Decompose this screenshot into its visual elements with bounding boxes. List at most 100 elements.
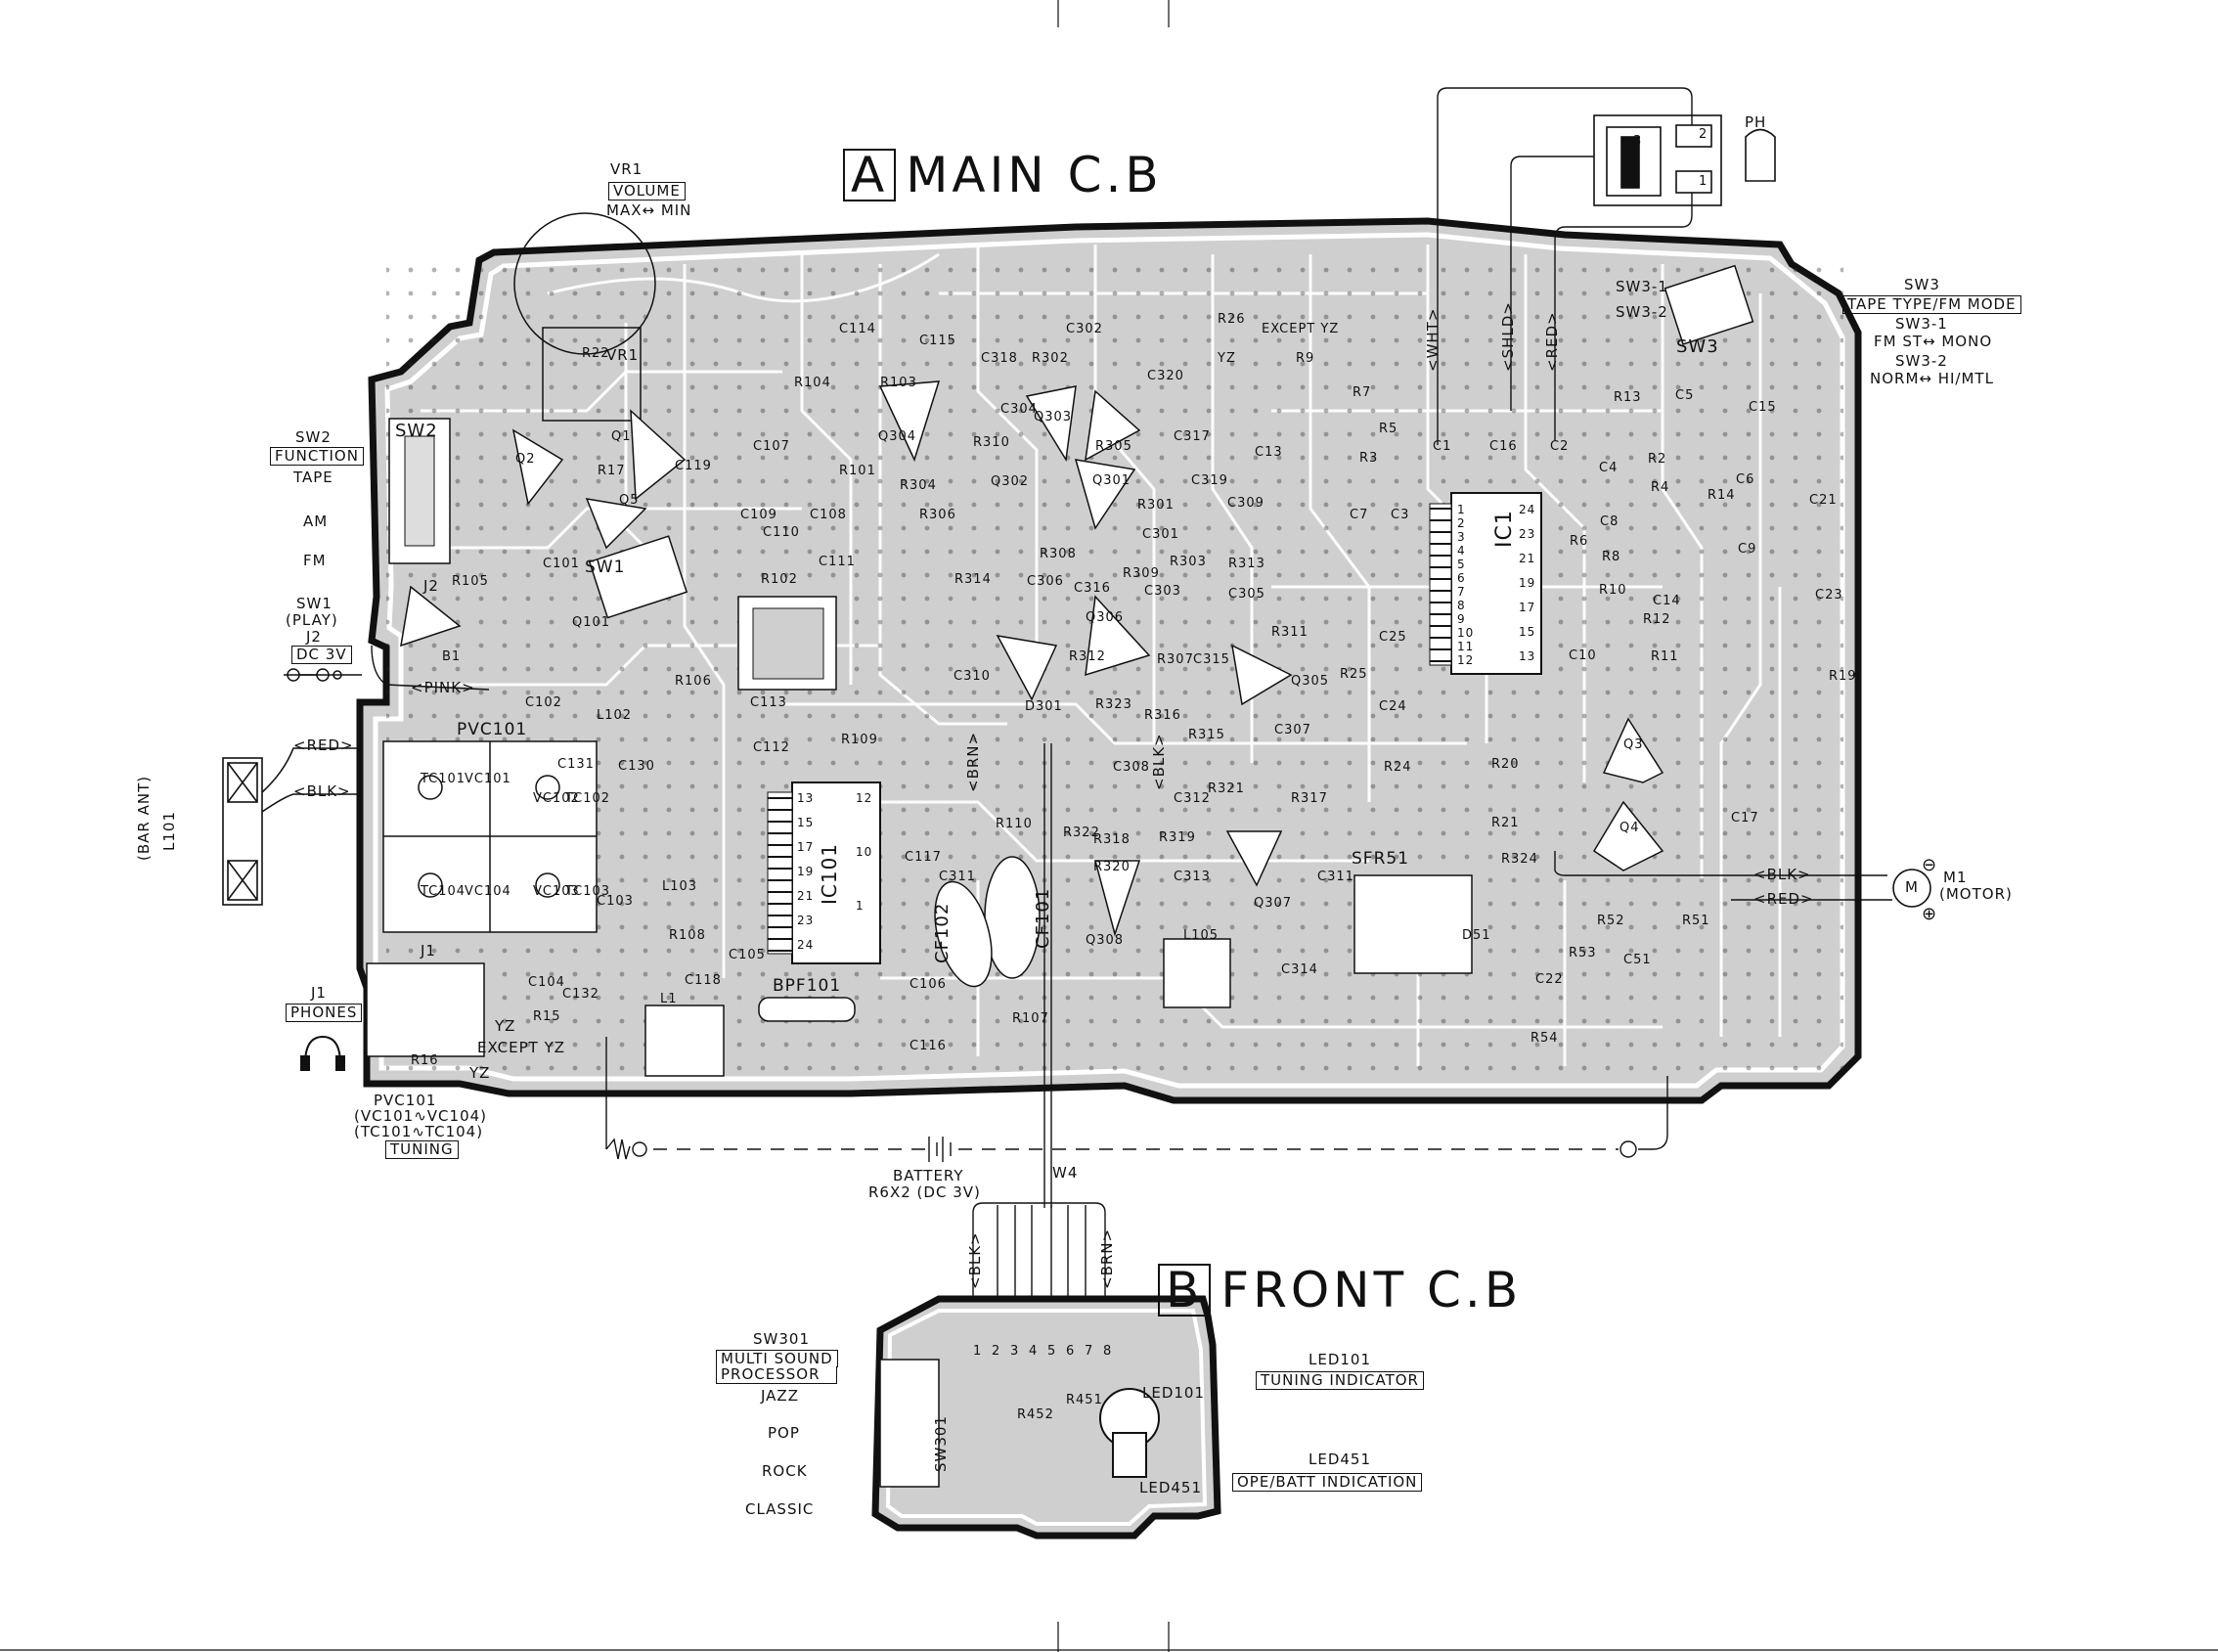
component-label: R306 bbox=[919, 508, 956, 522]
sw1-board-ref: SW1 bbox=[585, 558, 626, 577]
component-label: D301 bbox=[1025, 699, 1063, 714]
l105 bbox=[1163, 938, 1231, 1008]
component-label: R317 bbox=[1291, 791, 1328, 806]
component-label: R7 bbox=[1353, 385, 1372, 400]
antenna-name: (BAR ANT) bbox=[135, 775, 153, 861]
component-label: Q5 bbox=[619, 493, 640, 508]
w4-pin-number: 7 bbox=[1085, 1344, 1094, 1359]
component-label: L103 bbox=[662, 879, 698, 894]
component-label: R21 bbox=[1491, 816, 1520, 830]
component-label: C108 bbox=[810, 508, 847, 522]
ic-pin-number: 12 bbox=[1457, 653, 1475, 667]
note-except-yz-j1: EXCEPT YZ bbox=[477, 1039, 566, 1056]
wire-red-ph: <RED> bbox=[1543, 311, 1561, 372]
ic-pin-number: 1 bbox=[1457, 503, 1466, 516]
cf101-label: CF101 bbox=[1033, 887, 1053, 949]
component-label: Q3 bbox=[1623, 737, 1644, 752]
component-label: R108 bbox=[669, 928, 706, 943]
component-label: C23 bbox=[1815, 588, 1843, 603]
vr1-name: VOLUME bbox=[608, 182, 686, 201]
sfr51-label: SFR51 bbox=[1352, 849, 1410, 869]
cf102 bbox=[934, 880, 993, 988]
component-label: Q302 bbox=[991, 474, 1030, 489]
component-label: C116 bbox=[909, 1039, 947, 1053]
component-label: R5 bbox=[1379, 422, 1398, 436]
wire-pink: <PINK> bbox=[411, 679, 475, 696]
ic-pin-number: 23 bbox=[1519, 527, 1536, 541]
wire-blk-front: <BLK> bbox=[966, 1231, 984, 1289]
component-label: Q308 bbox=[1086, 933, 1125, 948]
ic-pin-number: 15 bbox=[1519, 625, 1536, 639]
w4-pin-number: 2 bbox=[992, 1344, 1001, 1359]
component-label: R3 bbox=[1359, 451, 1379, 466]
component-label: C314 bbox=[1281, 962, 1318, 977]
component-label: C320 bbox=[1147, 369, 1184, 383]
component-label: C114 bbox=[839, 322, 876, 336]
component-label: C317 bbox=[1174, 429, 1211, 444]
sw301-ref: SW301 bbox=[753, 1330, 810, 1348]
component-label: R24 bbox=[1384, 760, 1412, 775]
component-label: C17 bbox=[1731, 811, 1759, 826]
component-label: R311 bbox=[1271, 625, 1309, 640]
motor-minus: ⊖ bbox=[1922, 855, 1938, 875]
ic-pin-number: 17 bbox=[797, 840, 815, 854]
component-label: R8 bbox=[1602, 550, 1621, 564]
component-label: R102 bbox=[761, 572, 798, 587]
component-label: C112 bbox=[753, 740, 790, 755]
motor-plus: ⊕ bbox=[1922, 904, 1938, 924]
pvc101-block bbox=[382, 740, 598, 933]
component-label: C132 bbox=[562, 987, 599, 1002]
sw1-ref: SW1 bbox=[296, 595, 333, 612]
component-label: R14 bbox=[1708, 488, 1736, 503]
sw2-name: FUNCTION bbox=[270, 447, 364, 466]
component-label: C21 bbox=[1809, 493, 1838, 508]
motor bbox=[1554, 851, 1931, 908]
sw2-board-ref: SW2 bbox=[395, 421, 438, 441]
component-label: C2 bbox=[1550, 439, 1570, 454]
component-label: C105 bbox=[729, 948, 766, 962]
component-label: Q304 bbox=[878, 429, 917, 444]
motor-symbol: M bbox=[1905, 878, 1919, 896]
component-label: Q305 bbox=[1291, 674, 1330, 689]
component-label: R54 bbox=[1530, 1031, 1559, 1046]
led101-board-ref: LED101 bbox=[1142, 1384, 1206, 1402]
component-label: C307 bbox=[1274, 723, 1311, 737]
component-label: TC102 bbox=[565, 791, 611, 806]
sw3-board-ref: SW3 bbox=[1676, 336, 1719, 357]
component-label: C107 bbox=[753, 439, 790, 454]
component-label: C115 bbox=[919, 334, 956, 348]
component-label: VC104 bbox=[465, 884, 511, 899]
j1-name: PHONES bbox=[286, 1004, 363, 1022]
component-label: R17 bbox=[598, 464, 626, 478]
sw3-switch bbox=[1664, 264, 1754, 345]
ph-connector bbox=[1593, 114, 1776, 206]
component-label: C13 bbox=[1255, 445, 1283, 460]
vr1-knob-outline bbox=[513, 212, 656, 355]
component-label: C310 bbox=[954, 669, 991, 684]
component-label: C316 bbox=[1074, 581, 1111, 596]
component-label: R104 bbox=[794, 376, 831, 390]
wire-wht: <WHT> bbox=[1424, 307, 1442, 372]
component-label: Q306 bbox=[1086, 610, 1125, 625]
sw1-switch bbox=[588, 535, 688, 619]
bar-antenna bbox=[222, 747, 362, 906]
pvc-board-ref: PVC101 bbox=[457, 720, 528, 739]
component-label: C118 bbox=[685, 973, 722, 988]
ic-pin-number: 6 bbox=[1457, 571, 1466, 585]
component-label: C305 bbox=[1228, 587, 1265, 602]
wire-shld: <SHLD> bbox=[1499, 301, 1517, 372]
led451-board-ref: LED451 bbox=[1139, 1479, 1203, 1496]
sw301-mode-rock: ROCK bbox=[762, 1462, 808, 1480]
component-label: C7 bbox=[1350, 508, 1369, 522]
component-label: C103 bbox=[597, 894, 634, 909]
component-label: R302 bbox=[1032, 351, 1069, 366]
wire-red-antenna: <RED> bbox=[293, 737, 354, 754]
cf102-label: CF102 bbox=[932, 902, 953, 963]
component-label: TC101 bbox=[421, 772, 466, 786]
component-label: R315 bbox=[1188, 728, 1225, 742]
sw3-board-sub1: SW3-1 bbox=[1616, 278, 1668, 295]
sw3-sub1: SW3-1 bbox=[1895, 315, 1948, 333]
component-label: C315 bbox=[1193, 652, 1230, 667]
